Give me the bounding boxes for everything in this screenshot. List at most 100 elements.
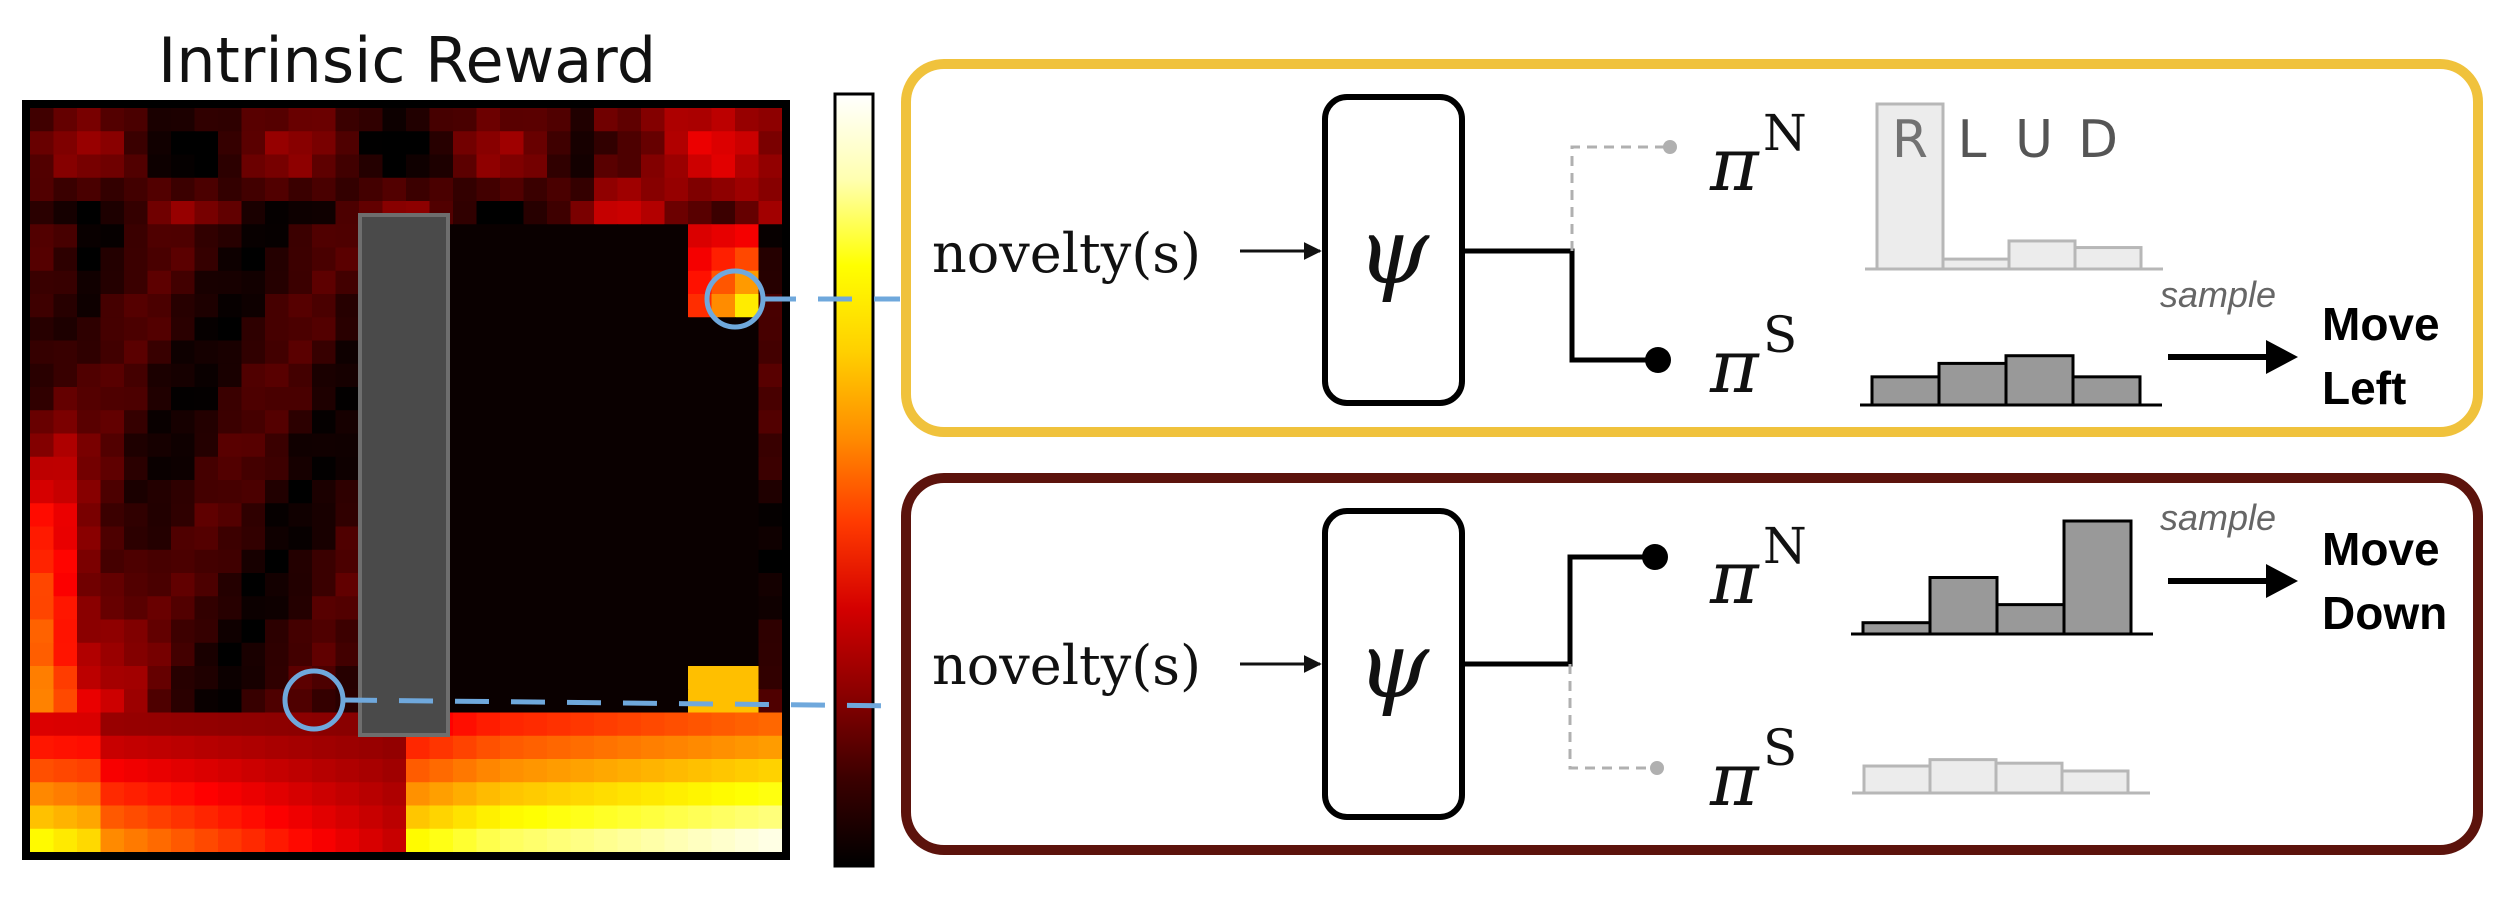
- heatmap-cell: [617, 666, 642, 690]
- heatmap-cell: [265, 782, 290, 807]
- heatmap-cell: [547, 759, 572, 783]
- heatmap-cell: [218, 619, 243, 644]
- heatmap-cell: [688, 782, 713, 807]
- heatmap-cell: [570, 270, 595, 295]
- heatmap-cell: [641, 410, 666, 435]
- heatmap-cell: [265, 154, 290, 179]
- heatmap-cell: [288, 619, 313, 644]
- heatmap-cell: [218, 340, 243, 365]
- heatmap-cell: [453, 503, 478, 528]
- heatmap-cell: [453, 828, 478, 852]
- heatmap-cell: [124, 480, 149, 504]
- heatmap-cell: [500, 108, 525, 132]
- heatmap-cell: [594, 805, 619, 830]
- heatmap-cell: [241, 805, 266, 830]
- heatmap-cell: [500, 596, 525, 621]
- heatmap-cell: [218, 712, 243, 737]
- heatmap-cell: [523, 270, 548, 295]
- heatmap-cell: [171, 503, 196, 528]
- heatmap-cell: [241, 131, 266, 156]
- heatmap-cell: [124, 131, 149, 156]
- heatmap-cell: [453, 201, 478, 225]
- heatmap-cell: [758, 317, 782, 342]
- heatmap-cell: [312, 387, 337, 411]
- heatmap-cell: [688, 317, 713, 342]
- heatmap-cell: [594, 224, 619, 249]
- heatmap-cell: [664, 549, 689, 574]
- heatmap-cell: [288, 154, 313, 179]
- heatmap-cell: [664, 410, 689, 435]
- heatmap-cell: [359, 735, 384, 760]
- heatmap-cell: [688, 526, 713, 551]
- heatmap-cell: [453, 270, 478, 295]
- heatmap-cell: [147, 573, 172, 597]
- heatmap-cell: [617, 201, 642, 225]
- heatmap-cell: [758, 224, 782, 249]
- heatmap-cell: [594, 201, 619, 225]
- heatmap-cell: [735, 410, 760, 435]
- heatmap-cell: [453, 433, 478, 458]
- heatmap-cell: [241, 666, 266, 690]
- heatmap-cell: [53, 573, 78, 597]
- heatmap-cell: [288, 294, 313, 318]
- switch-node-active: [1642, 544, 1668, 570]
- heatmap-cell: [664, 456, 689, 481]
- heatmap-cell: [688, 224, 713, 249]
- heatmap-cell: [100, 433, 125, 458]
- heatmap-cell: [594, 387, 619, 411]
- heatmap-cell: [77, 828, 102, 852]
- heatmap-cell: [147, 596, 172, 621]
- heatmap-cell: [312, 131, 337, 156]
- heatmap-cell: [77, 805, 102, 830]
- heatmap-cell: [218, 317, 243, 342]
- heatmap-cell: [218, 503, 243, 528]
- heatmap-cell: [335, 340, 360, 365]
- heatmap-cell: [171, 828, 196, 852]
- heatmap-cell: [500, 177, 525, 202]
- heatmap-cell: [53, 387, 78, 411]
- heatmap-cell: [688, 363, 713, 388]
- heatmap-cell: [124, 642, 149, 667]
- heatmap-cell: [711, 759, 736, 783]
- heatmap-cell: [359, 108, 384, 132]
- heatmap-cell: [617, 456, 642, 481]
- heatmap-cell: [241, 712, 266, 737]
- heatmap-cell: [312, 201, 337, 225]
- heatmap-cell: [265, 201, 290, 225]
- heatmap-cell: [30, 619, 55, 644]
- heatmap-cell: [241, 689, 266, 714]
- heatmap-cell: [641, 363, 666, 388]
- pi-symbol: π: [1709, 535, 1760, 621]
- heatmap-cell: [547, 177, 572, 202]
- heatmap-cell: [218, 363, 243, 388]
- heatmap-cell: [641, 549, 666, 574]
- heatmap-cell: [500, 247, 525, 272]
- heatmap-cell: [570, 410, 595, 435]
- heatmap-cell: [735, 340, 760, 365]
- heatmap-cell: [171, 131, 196, 156]
- heatmap-cell: [664, 294, 689, 318]
- heatmap-cell: [194, 131, 219, 156]
- heatmap-cell: [194, 642, 219, 667]
- heatmap-cell: [53, 782, 78, 807]
- heatmap-cell: [500, 154, 525, 179]
- heatmap-cell: [500, 363, 525, 388]
- heatmap-cell: [711, 712, 736, 737]
- sample-arrowhead: [2266, 340, 2298, 374]
- heatmap-cell: [100, 735, 125, 760]
- heatmap-cell: [77, 480, 102, 504]
- heatmap-cell: [194, 410, 219, 435]
- heatmap-cell: [288, 433, 313, 458]
- heatmap-cell: [171, 108, 196, 132]
- heatmap-cell: [241, 317, 266, 342]
- heatmap-cell: [53, 759, 78, 783]
- heatmap-cell: [523, 224, 548, 249]
- heatmap-cell: [194, 549, 219, 574]
- heatmap-cell: [335, 735, 360, 760]
- heatmap-cell: [476, 247, 501, 272]
- heatmap-cell: [617, 294, 642, 318]
- heatmap-cell: [711, 666, 736, 690]
- heatmap-cell: [500, 317, 525, 342]
- heatmap-cell: [570, 247, 595, 272]
- heatmap-cell: [312, 596, 337, 621]
